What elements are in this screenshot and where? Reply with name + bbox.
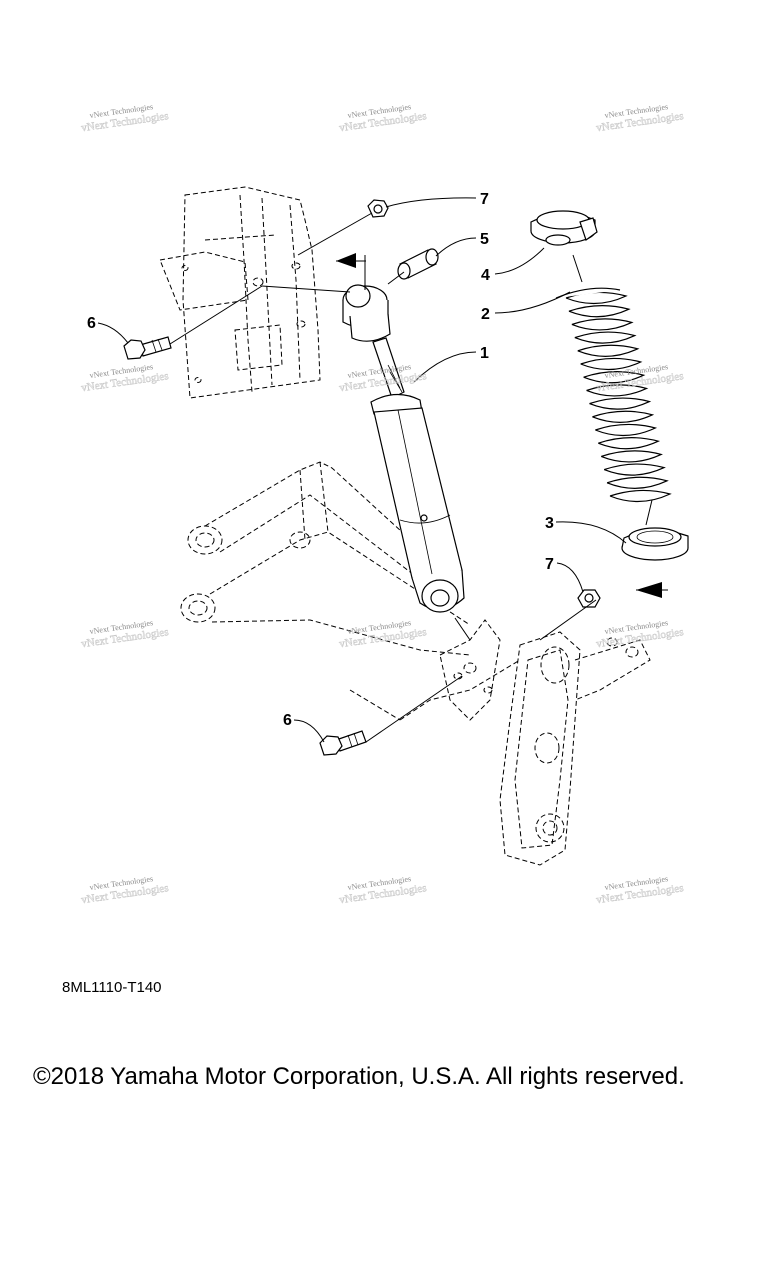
spring-coil (589, 397, 652, 410)
spring-coil (571, 318, 634, 331)
callout-3: 3 (545, 515, 554, 532)
spring-seat-upper (530, 210, 598, 246)
nut-lower (577, 589, 601, 608)
spring-coil (580, 357, 643, 371)
spring-coil (603, 463, 666, 476)
spring-coil (568, 305, 631, 318)
callout-6-lower: 6 (283, 712, 292, 729)
section-marker-lower (636, 582, 668, 598)
nut-upper (367, 199, 389, 218)
spring-coil (583, 371, 646, 384)
spring-coil (592, 410, 655, 423)
spring-coil (595, 423, 658, 437)
spring-coil (609, 489, 672, 503)
steering-knuckle (499, 631, 651, 866)
section-marker-upper (336, 253, 366, 268)
frame-bracket (159, 186, 321, 399)
lower-a-arm (180, 461, 521, 721)
callout-5: 5 (480, 231, 489, 248)
copyright-notice: ©2018 Yamaha Motor Corporation, U.S.A. A… (33, 1063, 685, 1090)
callout-2: 2 (481, 306, 490, 323)
collar (397, 248, 439, 280)
callout-1: 1 (480, 345, 489, 362)
callout-6-upper: 6 (87, 315, 96, 332)
callouts: 7 5 4 2 1 3 7 6 6 (87, 191, 554, 729)
coil-spring (555, 287, 672, 503)
drawing-code: 8ML1110-T140 (62, 979, 162, 996)
spring-coil (598, 437, 661, 450)
bolt-lower (319, 730, 367, 756)
spring-coil (574, 331, 637, 344)
parts-diagram: 7 5 4 2 1 3 7 6 6 vNext TechnologiesvNex… (80, 102, 689, 906)
spring-coil (606, 476, 669, 489)
spring-coil (577, 344, 640, 357)
spring-seat-lower (621, 527, 689, 561)
assembly-lines (169, 212, 653, 743)
bolt-upper (123, 336, 172, 360)
shock-absorber (342, 284, 465, 613)
leader-lines (97, 197, 627, 743)
callout-4: 4 (481, 267, 490, 284)
callout-7-upper: 7 (480, 191, 489, 208)
spring-coil (586, 384, 649, 397)
spring-coil (600, 450, 663, 463)
callout-7-lower: 7 (545, 556, 554, 573)
